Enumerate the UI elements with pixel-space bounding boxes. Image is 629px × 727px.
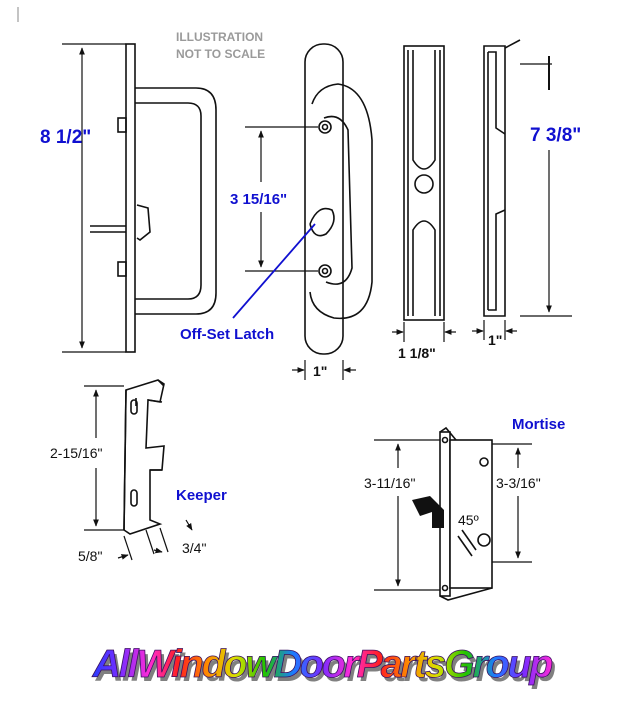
mortise-overall-dimension-line: [374, 439, 440, 591]
offset-latch-label: Off-Set Latch: [180, 326, 274, 343]
keeper-drawing: [123, 379, 165, 535]
inside-pull-side-view: [483, 39, 521, 317]
exterior-handle-side-view: [90, 43, 217, 353]
hole-spacing-dimension-line: [245, 126, 318, 272]
height-dimension-line: [62, 43, 126, 353]
pull-height-dimension-line: [520, 56, 572, 317]
pull-height-label: 7 3/8": [530, 125, 581, 146]
keeper-height-label: 2-15/16": [50, 445, 102, 461]
exterior-handle-front-view: [304, 43, 373, 355]
side-width-label: 1": [488, 332, 502, 348]
front-width-dimension-line: [292, 360, 356, 380]
handle-height-label: 8 1/2": [40, 127, 91, 148]
note-line-1: ILLUSTRATION: [176, 30, 263, 44]
keeper-depth-label: 5/8": [78, 548, 102, 564]
mortise-spacing-label: 3-3/16": [496, 475, 541, 491]
mortise-hook: [412, 496, 444, 528]
pull-width-label: 1 1/8": [398, 345, 436, 361]
pull-width-dimension-line: [392, 322, 456, 342]
mortise-drawing: [439, 426, 493, 601]
latch-leader-line: [232, 223, 316, 319]
mortise-label: Mortise: [512, 416, 565, 433]
note-line-2: NOT TO SCALE: [176, 47, 265, 61]
side-width-dimension-line: [472, 320, 517, 340]
mortise-overall-height-label: 3-11/16": [364, 475, 415, 491]
hole-spacing-label: 3 15/16": [230, 191, 287, 208]
keeper-width-dimension-line: [153, 519, 193, 554]
inside-pull-front-view: [403, 45, 445, 321]
logo-shadow: AllWindowDoorPartsGroup: [95, 647, 556, 690]
brand-logo: AllWindowDoorPartsGroup: [92, 643, 553, 686]
mortise-angle-label: 45º: [458, 512, 479, 528]
keeper-label: Keeper: [176, 487, 227, 504]
keeper-width-label: 3/4": [182, 540, 206, 556]
mortise-spacing-dimension-line: [492, 443, 532, 563]
front-width-label: 1": [313, 363, 327, 379]
keeper-depth-dimension-line: [117, 529, 155, 561]
keeper-height-dimension-line: [84, 385, 124, 531]
